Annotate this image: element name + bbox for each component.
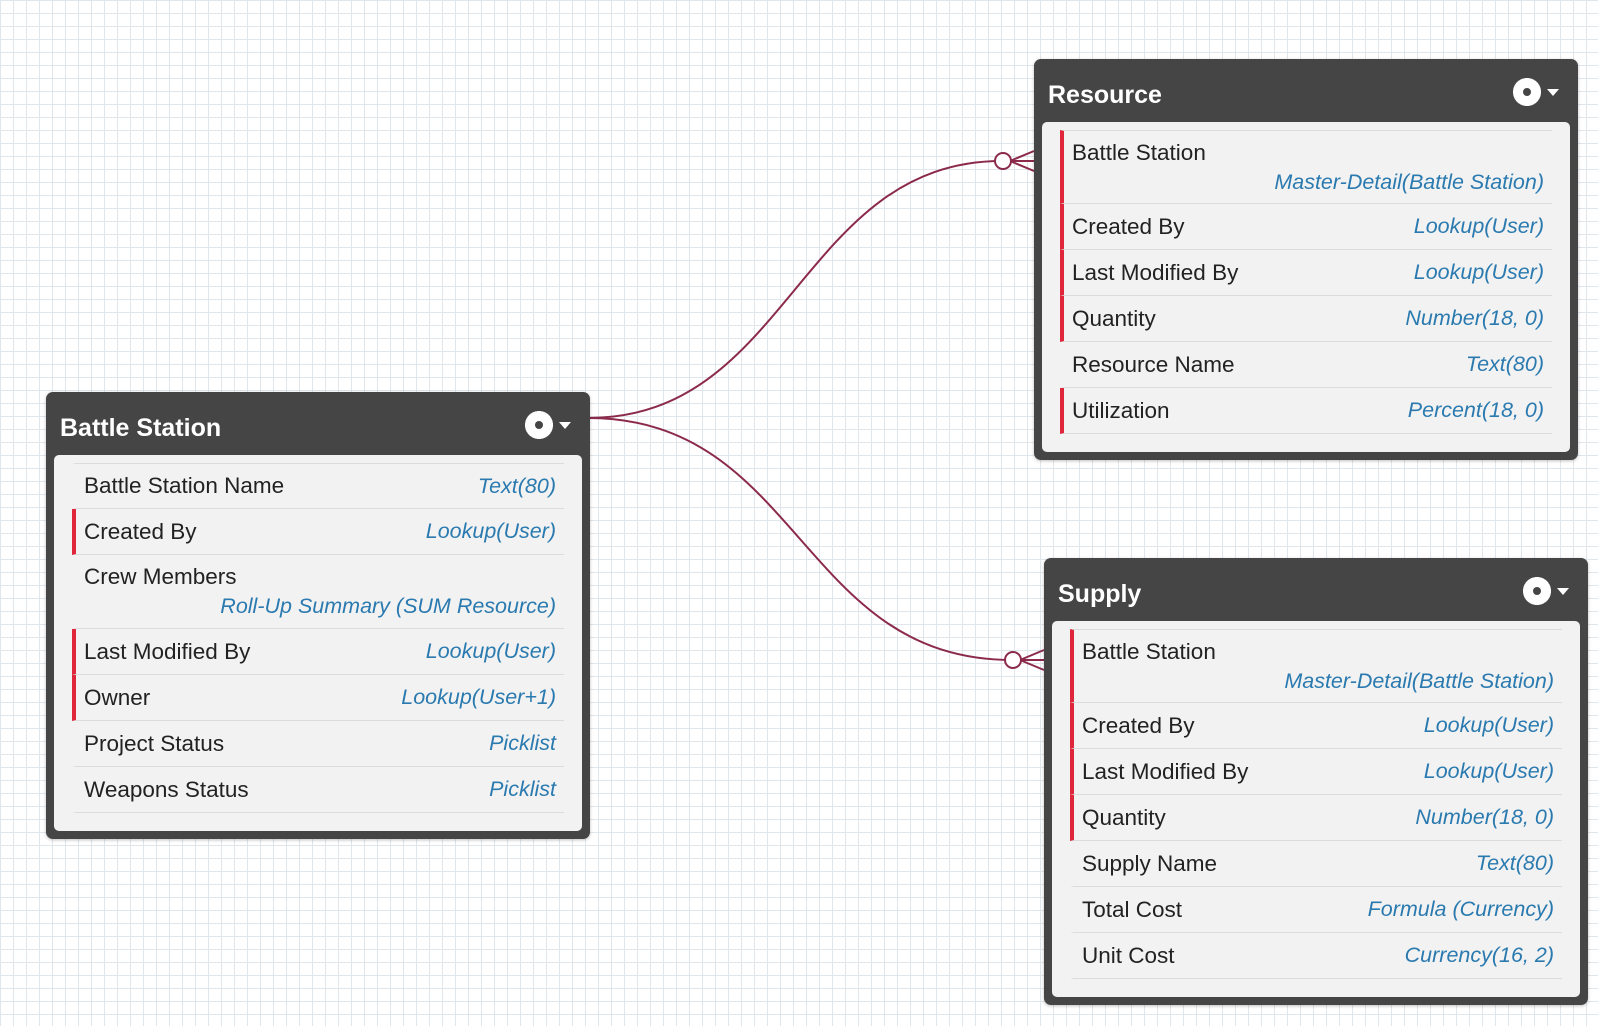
- field-type: Percent(18, 0): [1407, 398, 1544, 422]
- field-row[interactable]: Total Cost Formula (Currency): [1070, 887, 1562, 933]
- field-row[interactable]: Quantity Number(18, 0): [1060, 296, 1552, 342]
- field-row[interactable]: Created By Lookup(User): [1060, 204, 1552, 250]
- field-row[interactable]: Created By Lookup(User): [1070, 703, 1562, 749]
- field-row[interactable]: Resource Name Text(80): [1060, 342, 1552, 388]
- field-type: Text(80): [1475, 851, 1554, 875]
- field-name: Total Cost: [1082, 896, 1183, 922]
- field-type: Number(18, 0): [1415, 805, 1554, 829]
- field-type: Number(18, 0): [1405, 306, 1544, 330]
- field-row[interactable]: Last Modified By Lookup(User): [72, 629, 564, 675]
- field-name: Created By: [1072, 213, 1185, 239]
- field-row[interactable]: Project Status Picklist: [72, 721, 564, 767]
- node-title: Resource: [1048, 81, 1162, 109]
- gear-icon: [1513, 78, 1541, 106]
- field-row[interactable]: Utilization Percent(18, 0): [1060, 388, 1552, 434]
- field-row[interactable]: Weapons Status Picklist: [72, 767, 564, 813]
- field-type: Text(80): [1465, 352, 1544, 376]
- field-row[interactable]: Supply Name Text(80): [1070, 841, 1562, 887]
- field-name: Last Modified By: [84, 638, 251, 664]
- field-type: Lookup(User): [1423, 759, 1554, 783]
- field-type: Master-Detail(Battle Station): [1284, 668, 1554, 693]
- field-name: Crew Members: [84, 564, 237, 589]
- field-type: Picklist: [489, 731, 556, 755]
- node-header[interactable]: Resource: [1042, 59, 1570, 122]
- gear-icon: [525, 411, 553, 439]
- node-title: Battle Station: [60, 414, 222, 442]
- node-header[interactable]: Battle Station: [54, 392, 582, 455]
- object-node-battle-station[interactable]: Battle Station Battle Station Name Text(8…: [46, 392, 590, 839]
- field-type: Lookup(User): [1423, 713, 1554, 737]
- field-name: Battle Station Name: [84, 473, 285, 498]
- field-type: Text(80): [477, 473, 556, 498]
- chevron-down-icon: [1557, 588, 1569, 595]
- field-type: Roll-Up Summary (SUM Resource): [220, 594, 556, 618]
- field-name: Owner: [84, 684, 151, 710]
- chevron-down-icon: [1547, 89, 1559, 96]
- field-row[interactable]: Unit Cost Currency(16, 2): [1070, 933, 1562, 979]
- field-type: Master-Detail(Battle Station): [1274, 169, 1544, 194]
- field-row[interactable]: Quantity Number(18, 0): [1070, 795, 1562, 841]
- crows-foot-supply-icon: [1004, 649, 1045, 671]
- field-type: Lookup(User): [425, 519, 556, 543]
- field-type: Lookup(User): [425, 639, 556, 663]
- field-type: Formula (Currency): [1367, 897, 1554, 921]
- field-name: Battle Station: [1072, 139, 1206, 165]
- field-name: Last Modified By: [1082, 758, 1249, 784]
- field-name: Created By: [1082, 712, 1195, 738]
- field-name: Weapons Status: [84, 776, 249, 802]
- field-row[interactable]: Battle Station Name Text(80): [72, 463, 564, 509]
- field-name: Created By: [84, 518, 197, 544]
- node-header[interactable]: Supply: [1052, 558, 1580, 621]
- gear-icon: [1523, 577, 1551, 605]
- field-name: Quantity: [1082, 804, 1166, 830]
- field-type: Lookup(User+1): [401, 685, 556, 709]
- field-row[interactable]: Last Modified By Lookup(User): [1060, 250, 1552, 296]
- field-type: Picklist: [489, 777, 556, 801]
- node-title: Supply: [1058, 580, 1142, 608]
- field-name: Resource Name: [1072, 351, 1235, 377]
- node-field-list: Battle Station Name Text(80) Created By Loo…: [54, 455, 582, 831]
- crows-foot-resource-icon: [994, 150, 1035, 172]
- field-row[interactable]: Last Modified By Lookup(User): [1070, 749, 1562, 795]
- node-menu-button[interactable]: [1512, 77, 1560, 107]
- field-type: Currency(16, 2): [1404, 943, 1554, 967]
- field-name: Last Modified By: [1072, 259, 1239, 285]
- field-row[interactable]: Created By Lookup(User): [72, 509, 564, 555]
- field-name: Supply Name: [1082, 850, 1218, 876]
- field-name: Quantity: [1072, 305, 1156, 331]
- node-menu-button[interactable]: [524, 410, 572, 440]
- connector-supply[interactable]: [587, 417, 1013, 661]
- field-row[interactable]: Owner Lookup(User+1): [72, 675, 564, 721]
- field-name: Unit Cost: [1082, 942, 1175, 968]
- field-type: Lookup(User): [1413, 260, 1544, 284]
- chevron-down-icon: [559, 422, 571, 429]
- node-menu-button[interactable]: [1522, 576, 1570, 606]
- field-name: Utilization: [1072, 397, 1170, 423]
- field-name: Battle Station: [1082, 638, 1216, 664]
- field-name: Project Status: [84, 730, 225, 756]
- field-type: Lookup(User): [1413, 214, 1544, 238]
- connector-resource[interactable]: [587, 160, 1003, 419]
